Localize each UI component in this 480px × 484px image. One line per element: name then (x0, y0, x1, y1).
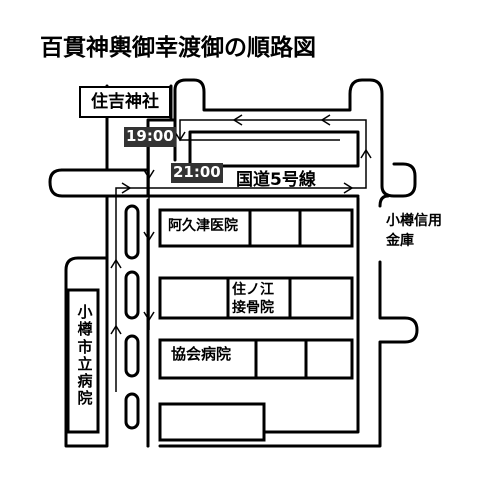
route-name: 国道5号線 (236, 170, 316, 190)
route-east (179, 119, 367, 189)
building-bottom (158, 402, 266, 442)
street-east-lower (158, 260, 419, 448)
arrow-down-4 (174, 131, 186, 142)
arrow-down-2 (143, 231, 155, 242)
arrow-up-2 (110, 324, 122, 335)
arrow-up-1 (110, 258, 122, 269)
depart-time: 19:00 (124, 127, 176, 147)
arrow-left-2 (232, 114, 243, 126)
arrow-down-3 (143, 311, 155, 322)
median-1 (124, 204, 140, 260)
return-time: 21:00 (171, 163, 223, 183)
bank-label: 小樽信用 金庫 (386, 213, 442, 250)
arrow-up-3 (360, 148, 372, 159)
street-east (378, 194, 390, 208)
shrine-label: 住吉神社 (79, 86, 171, 118)
city-hospital-building (66, 288, 100, 434)
building-akutsu (158, 208, 354, 248)
clinic-suminoe-label: 住ノ江 接骨院 (232, 282, 274, 316)
median-3 (124, 334, 140, 378)
hospital-kyokai-label: 協会病院 (171, 345, 232, 363)
building-suminoe (158, 276, 354, 320)
arrow-down-1 (143, 169, 155, 180)
arrow-right-2 (343, 182, 354, 194)
map-title: 百貫神輿御幸渡御の順路図 (40, 35, 316, 61)
street-bottom-left (64, 256, 109, 448)
arrow-left-1 (320, 114, 331, 126)
median-2 (124, 270, 140, 320)
loop-lane (188, 130, 360, 168)
city-hospital-label: 小樽市立病院 (77, 303, 93, 408)
median-4 (124, 392, 140, 430)
clinic-akutsu-label: 阿久津医院 (168, 218, 238, 234)
arrow-right-1 (121, 182, 132, 194)
route-up-left (115, 187, 190, 392)
